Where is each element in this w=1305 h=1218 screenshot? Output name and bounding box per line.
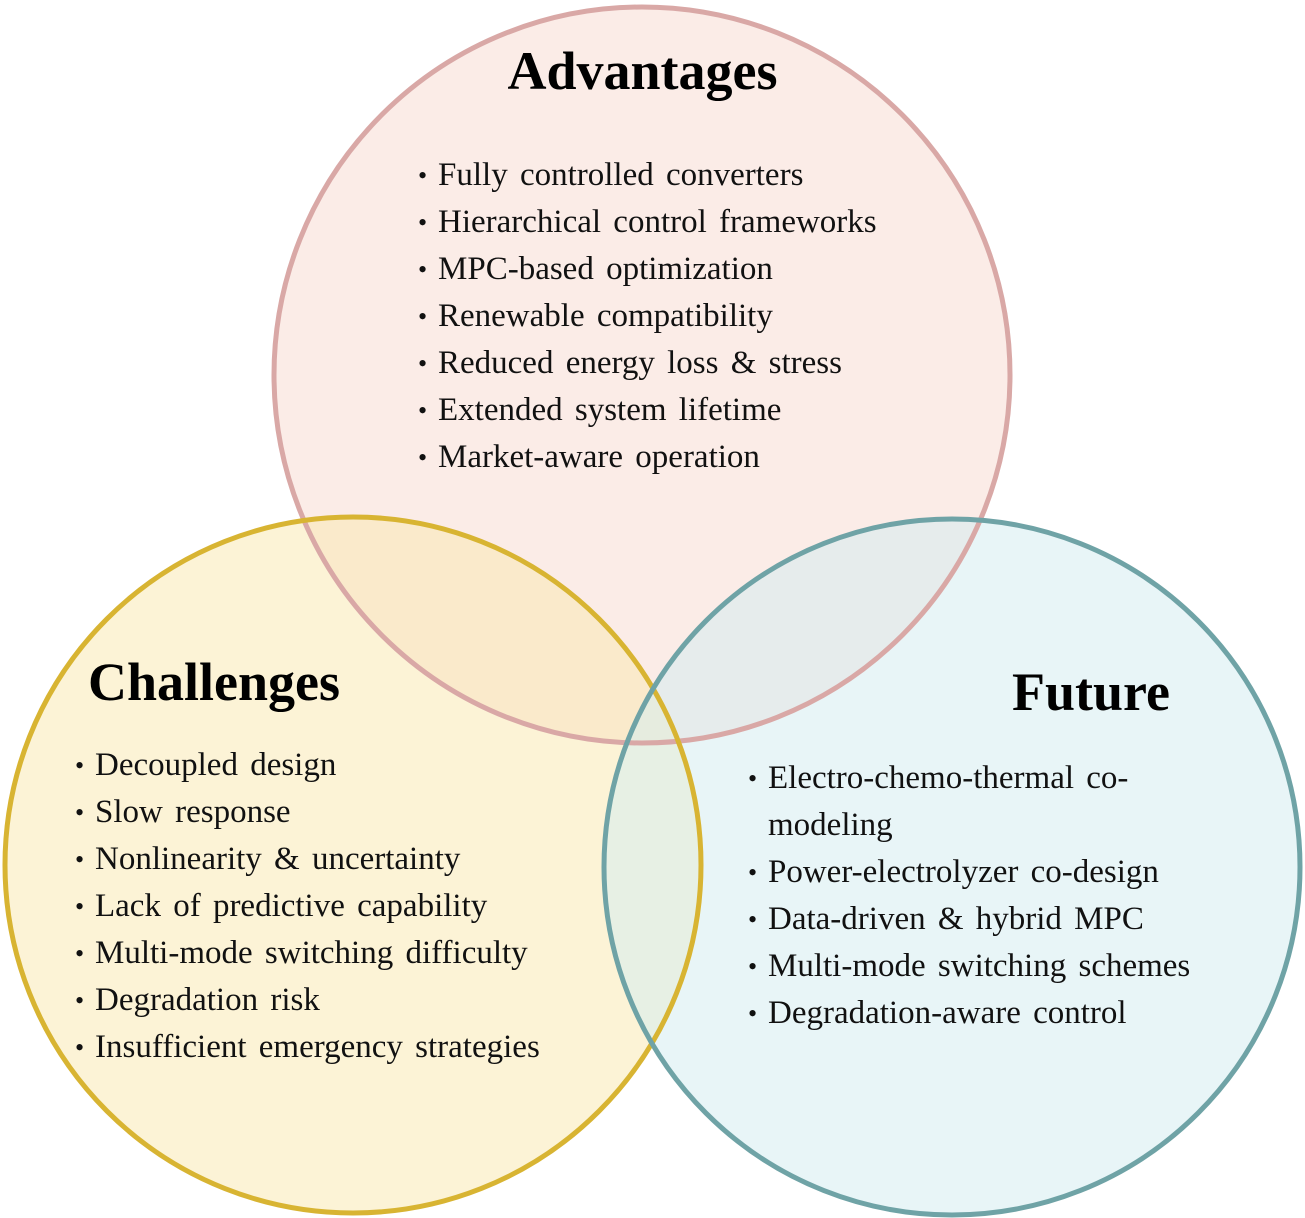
advantages-item: Market-aware operation — [418, 434, 978, 481]
advantages-item: Renewable compatibility — [418, 293, 978, 340]
advantages-item: Reduced energy loss & stress — [418, 340, 978, 387]
future-list: Electro-chemo-thermal co-modeling Power-… — [748, 755, 1218, 1037]
challenges-title: Challenges — [88, 652, 341, 712]
future-item: Data-driven & hybrid MPC — [748, 896, 1218, 943]
challenges-list: Decoupled design Slow response Nonlinear… — [75, 742, 635, 1071]
future-item: Degradation-aware control — [748, 990, 1218, 1037]
challenges-item: Nonlinearity & uncertainty — [75, 836, 635, 883]
future-title: Future — [1012, 662, 1170, 722]
advantages-item: Fully controlled converters — [418, 152, 978, 199]
advantages-item: Extended system lifetime — [418, 387, 978, 434]
challenges-item: Lack of predictive capability — [75, 883, 635, 930]
future-item: Power-electrolyzer co-design — [748, 849, 1218, 896]
advantages-item: MPC-based optimization — [418, 246, 978, 293]
advantages-list: Fully controlled converters Hierarchical… — [418, 152, 978, 481]
advantages-item: Hierarchical control frameworks — [418, 199, 978, 246]
challenges-circle-outline — [2, 514, 704, 1216]
challenges-item: Slow response — [75, 789, 635, 836]
challenges-item: Insufficient emergency strategies — [75, 1024, 635, 1071]
challenges-item: Multi-mode switching difficulty — [75, 930, 635, 977]
advantages-circle-outline — [271, 4, 1013, 746]
challenges-item: Degradation risk — [75, 977, 635, 1024]
advantages-title: Advantages — [507, 41, 778, 101]
future-item: Multi-mode switching schemes — [748, 943, 1218, 990]
future-item: Electro-chemo-thermal co-modeling — [748, 755, 1218, 849]
challenges-item: Decoupled design — [75, 742, 635, 789]
